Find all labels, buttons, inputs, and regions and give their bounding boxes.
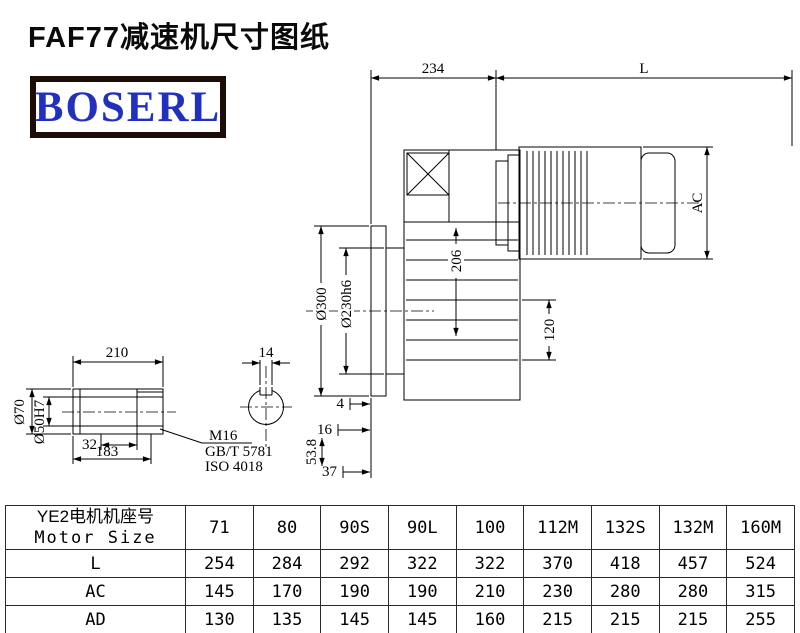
dim-32-label: 32: [82, 437, 97, 453]
boserl-logo: BOSERL: [30, 76, 226, 138]
table-header-row: YE2电机机座号 Motor Size 71 80 90S 90L 100 11…: [5, 505, 795, 550]
page-title: FAF77减速机尺寸图纸: [28, 22, 331, 54]
table-cell: 135: [252, 605, 322, 633]
dim-L-label: L: [639, 61, 648, 77]
dim-53-8-label: 53.8: [304, 439, 320, 465]
row-label-AD: AD: [5, 605, 186, 633]
table-cell: 215: [590, 605, 660, 633]
table-cell: 210: [455, 577, 525, 606]
dim-70-label: Ø70: [12, 399, 28, 425]
table-cell: 280: [658, 577, 728, 606]
motor-frame-label-cn: YE2电机机座号: [36, 507, 155, 527]
table-row-AC: AC 145 170 190 190 210 230 280 280 315: [5, 577, 795, 606]
row-label-AC: AC: [5, 577, 186, 606]
table-cell: 190: [387, 577, 457, 606]
dim-37-label: 37: [322, 464, 338, 480]
table-header-cell: YE2电机机座号 Motor Size: [5, 505, 186, 550]
table-header-cell: 100: [455, 505, 525, 550]
dim-14-label: 14: [259, 345, 275, 361]
dim-50-label: Ø50H7: [32, 399, 48, 444]
table-cell: 524: [726, 549, 795, 578]
table-cell: 255: [726, 605, 795, 633]
table-header-cell: 160M: [726, 505, 795, 550]
thread-spec-label: M16: [209, 428, 238, 444]
table-row-L: L 254 284 292 322 322 370 418 457 524: [5, 549, 795, 578]
table-cell: 160: [455, 605, 525, 633]
table-header-cell: 132S: [590, 505, 660, 550]
table-header-cell: 80: [252, 505, 322, 550]
table-cell: 145: [387, 605, 457, 633]
table-cell: 284: [252, 549, 322, 578]
table-cell: 130: [185, 605, 254, 633]
dimension-labels: 234 L AC 206 Ø300 Ø230h6 120 4 16 53.8 3…: [12, 61, 706, 480]
technical-drawing: 234 L AC 206 Ø300 Ø230h6 120 4 16 53.8 3…: [12, 61, 793, 480]
table-cell: 170: [252, 577, 322, 606]
gb-standard-label: GB/T 5781: [205, 444, 273, 460]
table-cell: 230: [523, 577, 592, 606]
table-cell: 322: [455, 549, 525, 578]
dim-206-label: 206: [449, 249, 465, 272]
table-cell: 370: [523, 549, 592, 578]
shaft-detail-view: [26, 356, 292, 464]
table-cell: 215: [523, 605, 592, 633]
dim-120-label: 120: [542, 319, 558, 342]
table-cell: 457: [658, 549, 728, 578]
dim-210-label: 210: [106, 345, 129, 361]
table-header-cell: 71: [185, 505, 254, 550]
table-cell: 254: [185, 549, 254, 578]
table-cell: 280: [590, 577, 660, 606]
table-cell: 190: [320, 577, 389, 606]
dim-230-label: Ø230h6: [339, 279, 355, 328]
table-header-cell: 90S: [320, 505, 389, 550]
boserl-logo-text: BOSERL: [34, 83, 222, 131]
dim-16-label: 16: [317, 422, 333, 438]
table-cell: 145: [185, 577, 254, 606]
gearbox-main-view: [306, 146, 702, 401]
table-header-cell: 90L: [387, 505, 457, 550]
table-cell: 145: [320, 605, 389, 633]
dim-4-label: 4: [337, 396, 345, 412]
main-view-dimensions: [313, 70, 793, 478]
table-row-AD: AD 130 135 145 145 160 215 215 215 255: [5, 605, 795, 633]
dim-183-label: 183: [96, 444, 119, 460]
table-cell: 215: [658, 605, 728, 633]
table-cell: 418: [590, 549, 660, 578]
table-cell: 292: [320, 549, 389, 578]
dim-300-label: Ø300: [314, 287, 330, 320]
table-header-cell: 112M: [523, 505, 592, 550]
iso-standard-label: ISO 4018: [205, 459, 263, 475]
table-header-cell: 132M: [658, 505, 728, 550]
motor-frame-label-en: Motor Size: [34, 527, 157, 548]
dim-AC-label: AC: [690, 193, 706, 214]
dim-234-label: 234: [422, 61, 445, 77]
motor-size-table: YE2电机机座号 Motor Size 71 80 90S 90L 100 11…: [5, 505, 795, 633]
row-label-L: L: [5, 549, 186, 578]
table-cell: 315: [726, 577, 795, 606]
table-cell: 322: [387, 549, 457, 578]
